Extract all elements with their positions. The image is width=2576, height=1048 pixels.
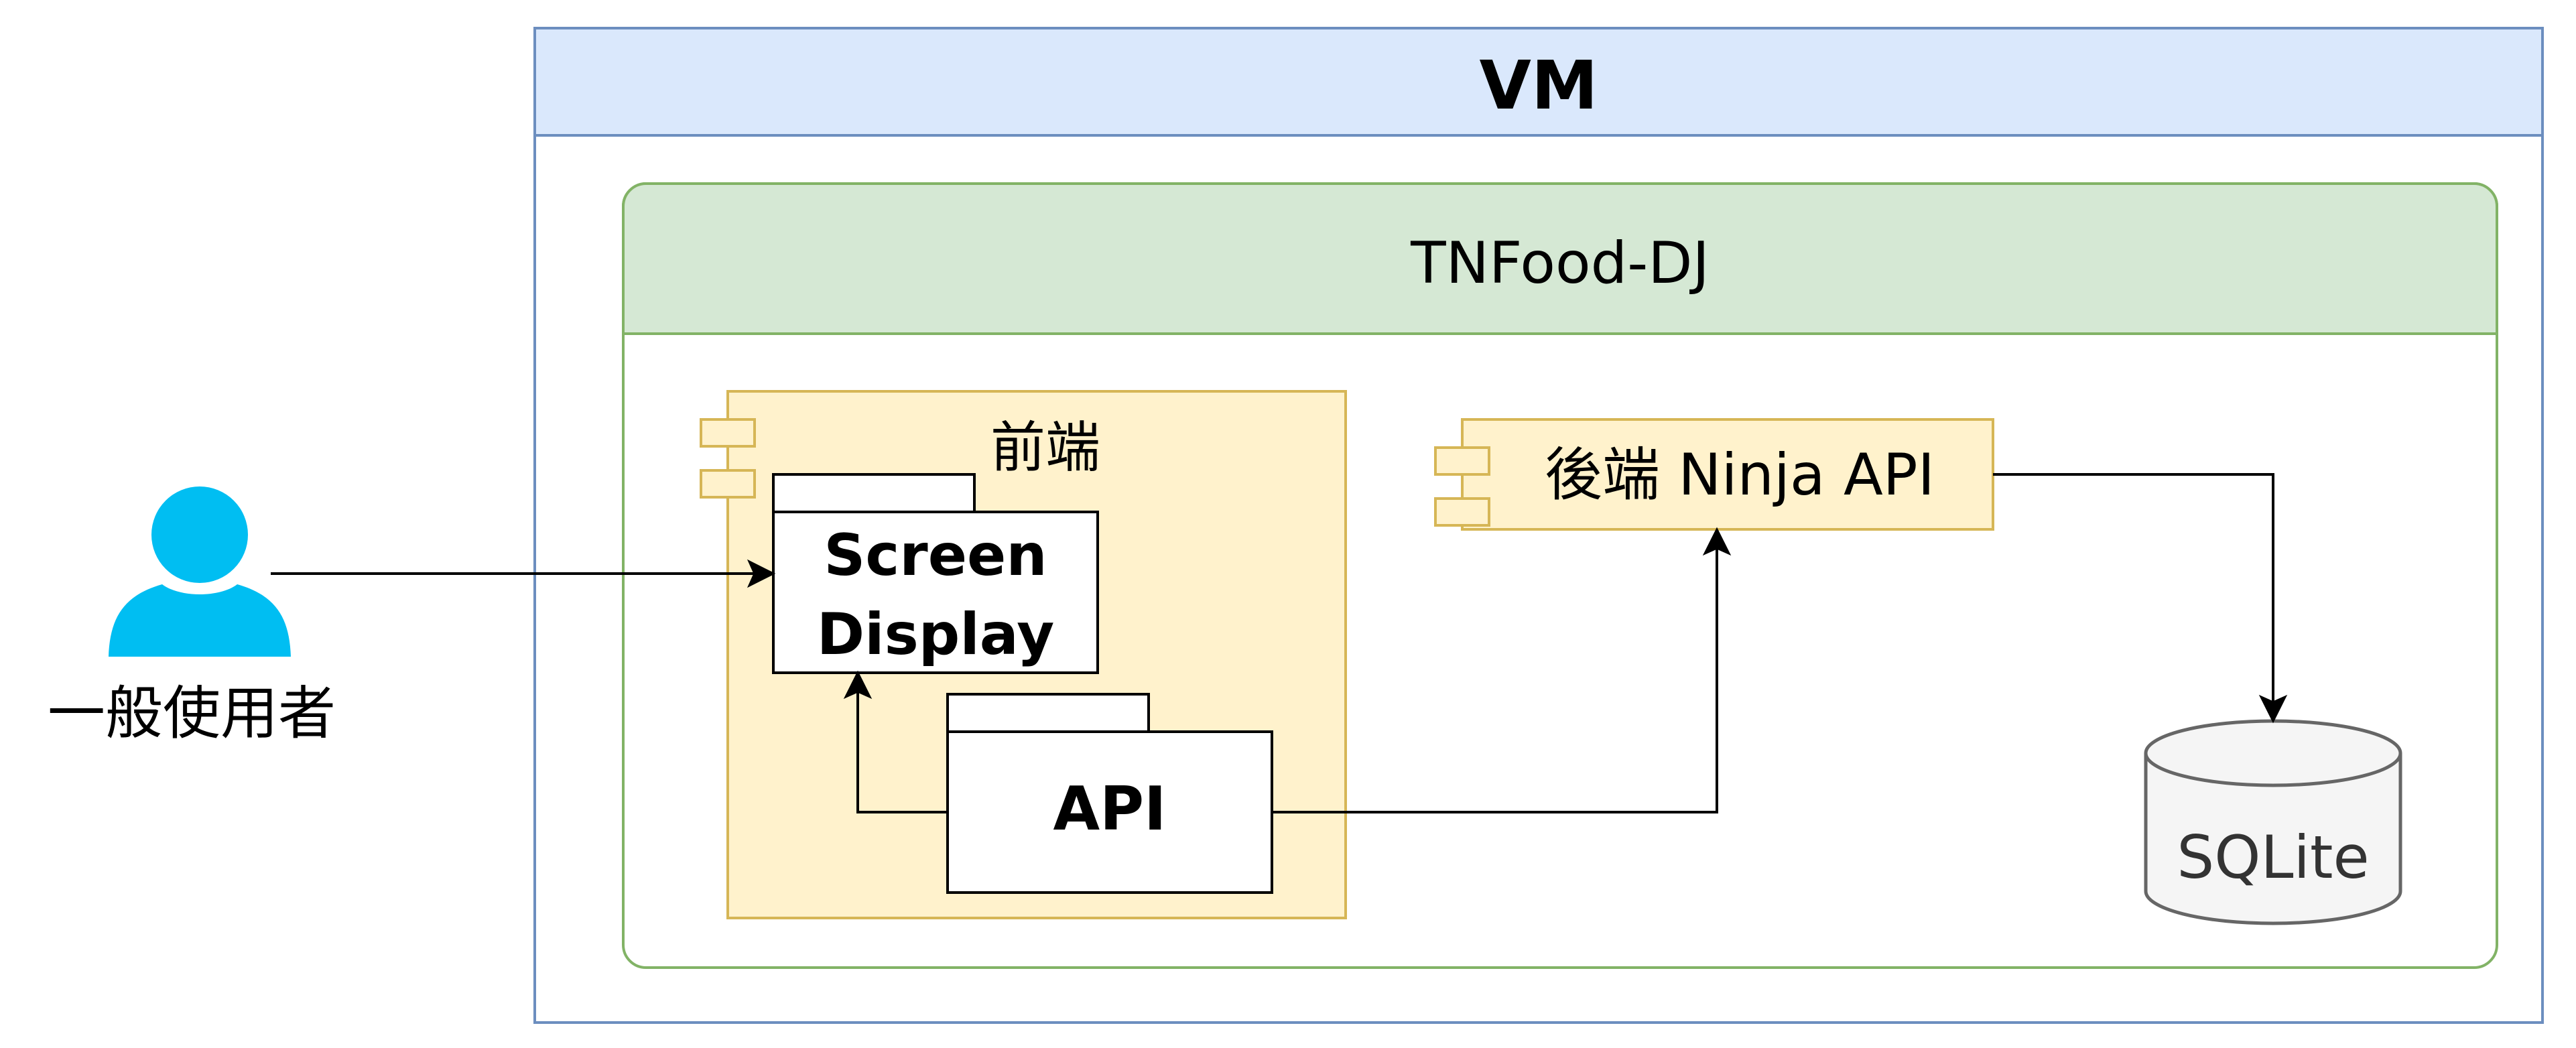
api-package: API (946, 693, 1273, 894)
edge-api-to-screen-display (856, 686, 948, 813)
screen-display-label-line2: Display (817, 601, 1055, 668)
backend-body (1461, 418, 1994, 531)
api-tab (946, 693, 1150, 733)
vm-header (533, 27, 2544, 137)
user-icon (109, 486, 291, 657)
api-body (946, 730, 1273, 894)
app-title: TNFood-DJ (1410, 230, 1710, 297)
user-label: 一般使用者 (48, 680, 336, 747)
screen-display-tab (772, 473, 976, 513)
arrowhead-api-to-backend (1702, 527, 1732, 556)
database-top (2144, 719, 2402, 787)
vm-title: VM (1480, 46, 1598, 125)
backend-component: 後端 Ninja API (1434, 418, 1994, 531)
connectors (271, 473, 2288, 813)
arrowhead-backend-to-sqlite (2258, 694, 2288, 724)
arrowhead-api-to-screen-display (843, 670, 873, 700)
edge-backend-to-sqlite (1993, 473, 2274, 708)
frontend-label: 前端 (990, 416, 1100, 480)
arrowhead-user-to-screen-display (747, 559, 776, 588)
frontend-port-top (700, 418, 756, 448)
screen-display-body (772, 511, 1099, 674)
screen-display-package: Screen Display (772, 473, 1099, 674)
api-label: API (1053, 774, 1166, 844)
backend-label: 後端 Ninja API (1545, 442, 1935, 509)
screen-display-label-line1: Screen (824, 522, 1047, 589)
edge-api-to-backend (1272, 543, 1718, 813)
database-label: SQLite (2177, 823, 2369, 892)
backend-port-top (1434, 446, 1490, 476)
sqlite-database: SQLite (2144, 719, 2402, 925)
frontend-port-bottom (700, 469, 756, 499)
user-actor: 一般使用者 (48, 486, 336, 747)
database-body (2144, 753, 2402, 925)
app-header (622, 182, 2498, 335)
backend-port-bottom (1434, 497, 1490, 527)
